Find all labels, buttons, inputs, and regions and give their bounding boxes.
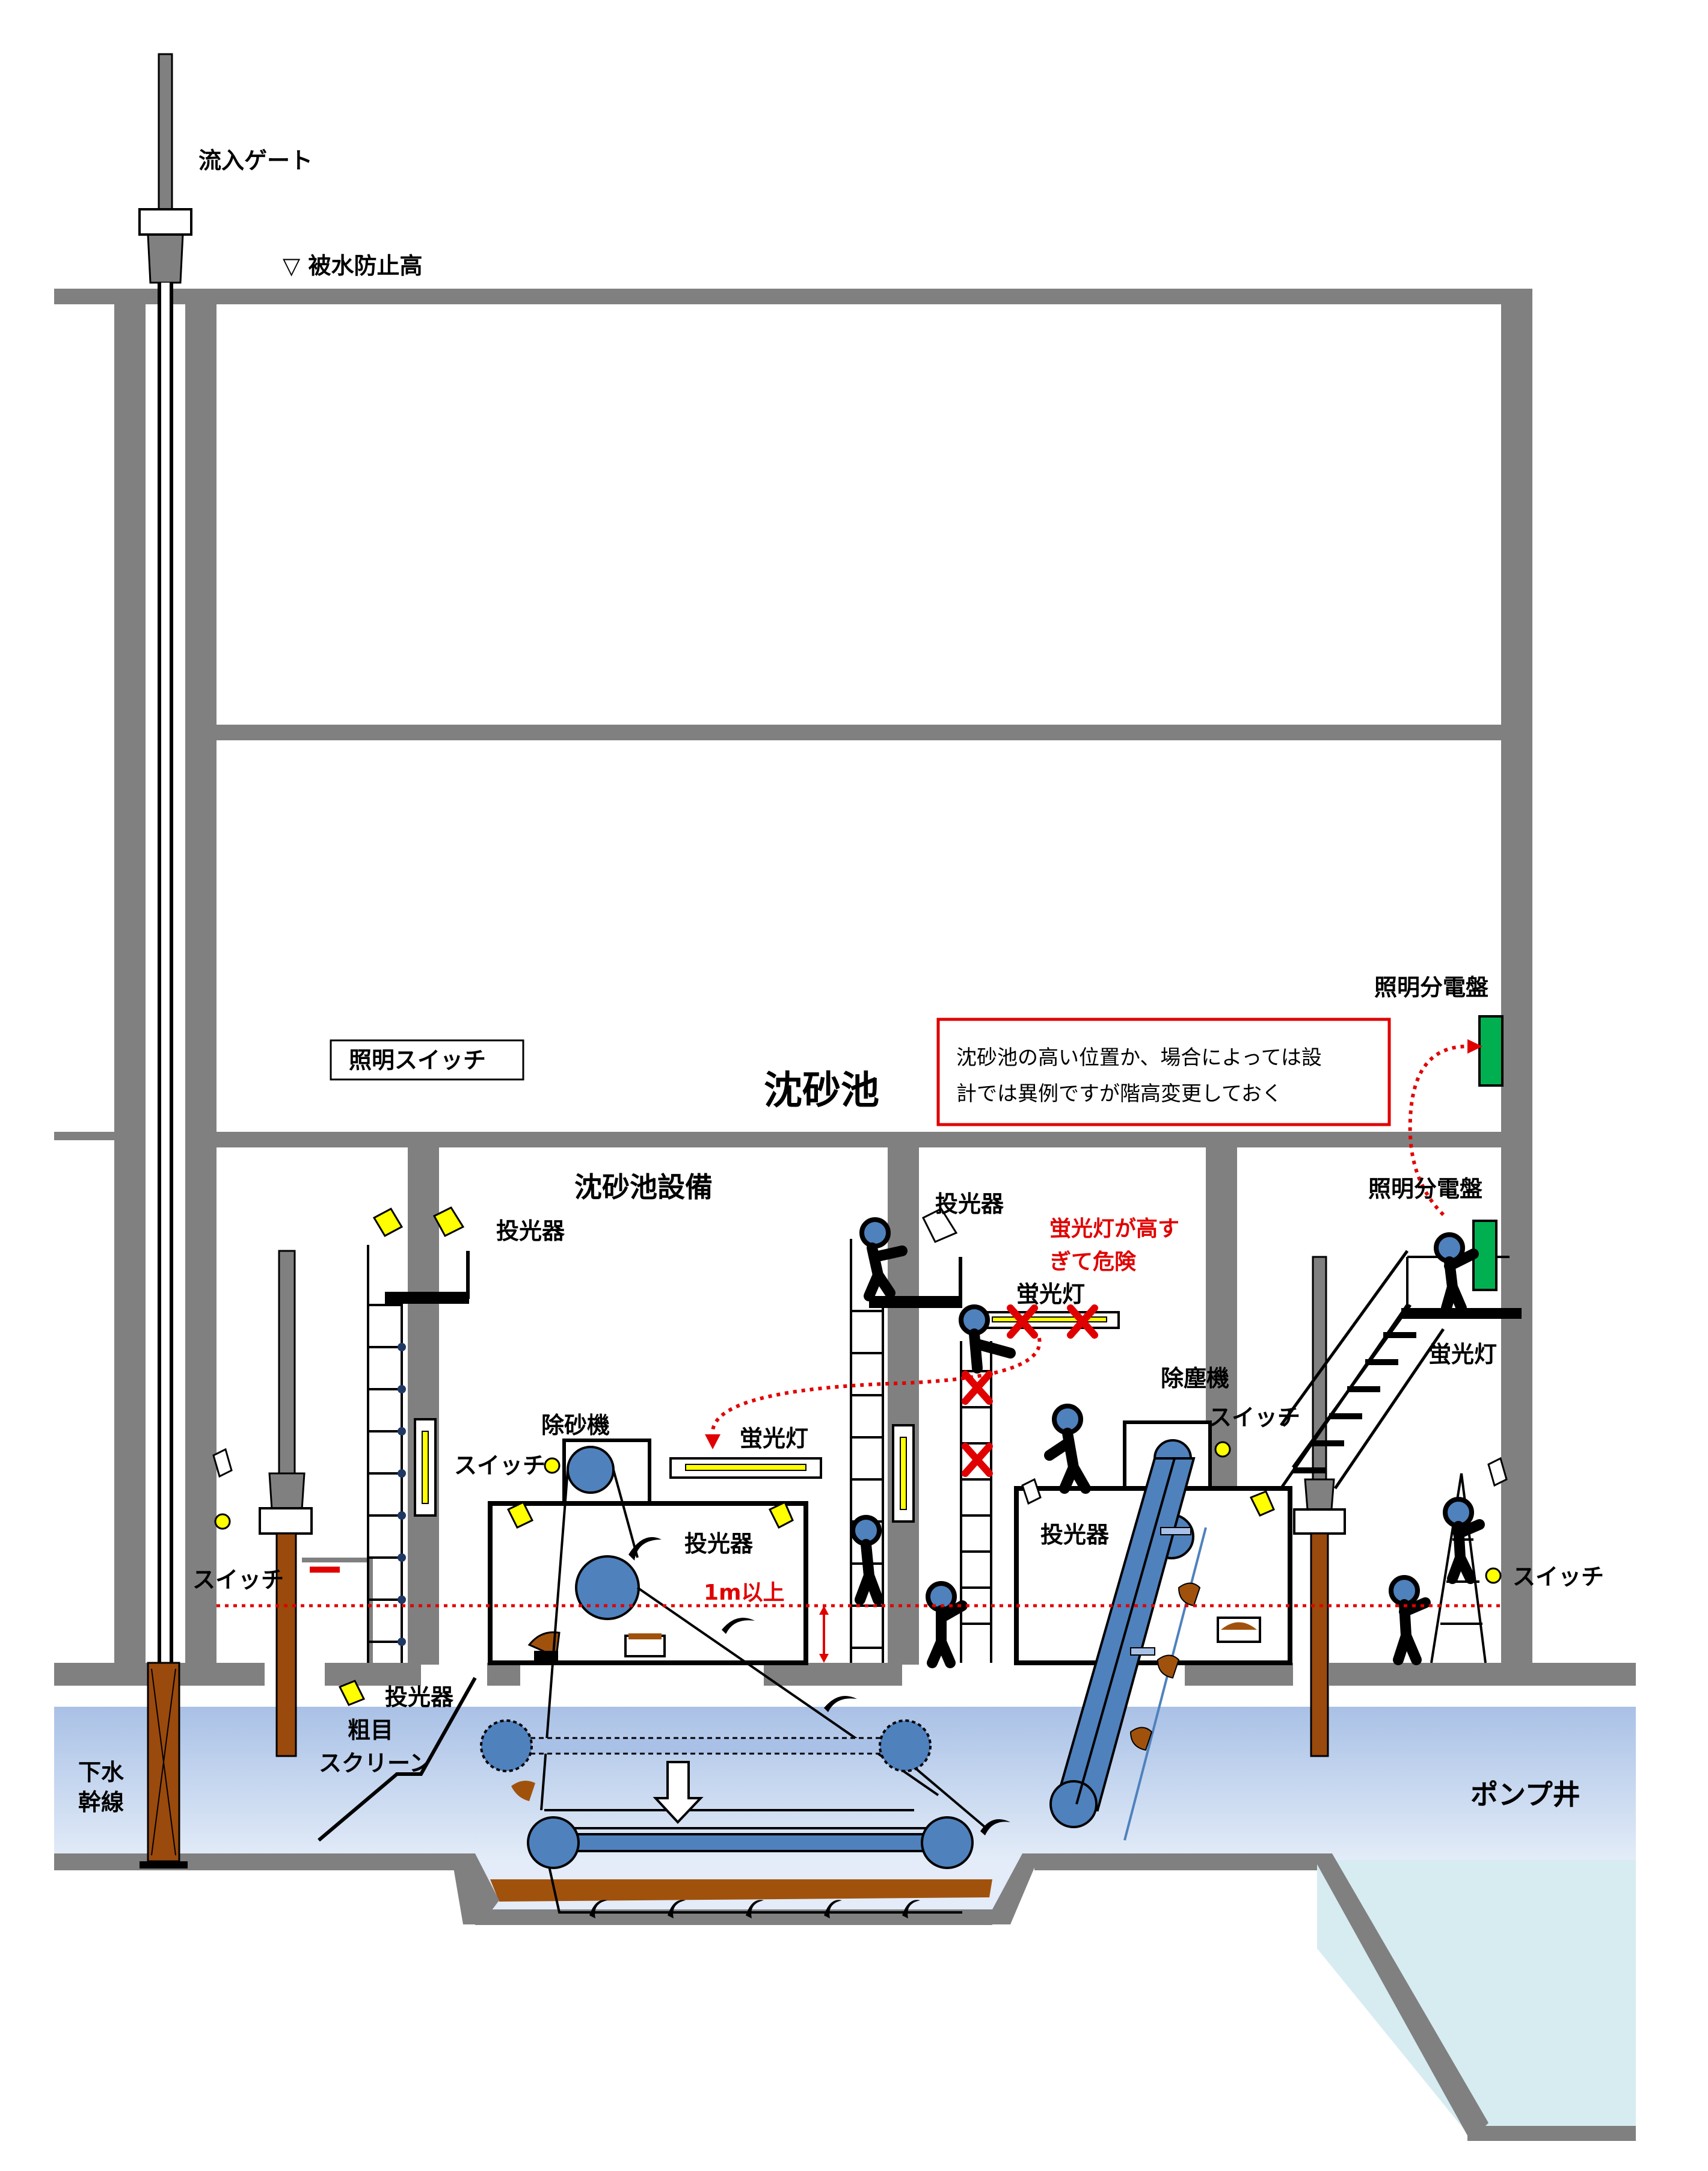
floodlight-label-2: 投光器 — [935, 1191, 1004, 1217]
wall-panel-left — [414, 1418, 437, 1517]
switch-label-grit: スイッチ — [454, 1452, 545, 1479]
note-line-1: 沈砂池の高い位置か、場合によっては設 — [956, 1046, 1322, 1070]
floodlights-white — [212, 1208, 1508, 1505]
workers — [850, 1217, 1485, 1668]
dust-screen-conveyor — [1049, 1457, 1207, 1841]
inflow-gate-label: 流入ゲート — [198, 147, 313, 174]
dust-remover-label: 除塵機 — [1161, 1365, 1229, 1392]
building-structure — [54, 289, 1636, 2141]
switch-label-dust: スイッチ — [1209, 1404, 1300, 1431]
coarse-screen-gate — [259, 1250, 373, 1757]
danger-x-marks — [962, 1304, 1098, 1477]
platform-center — [869, 1257, 962, 1308]
lighting-panel-lower-label: 照明分電盤 — [1368, 1176, 1482, 1202]
grit-remover-label: 除砂機 — [541, 1412, 610, 1439]
fluorescent-lamp-high — [979, 1311, 1120, 1329]
floodlight-label-1: 投光器 — [496, 1218, 565, 1244]
fluorescent-danger-line-2: ぎて危険 — [1049, 1250, 1137, 1274]
one-meter-line — [217, 1604, 1501, 1663]
sewer-trunk-label-2: 幹線 — [78, 1789, 124, 1816]
lighting-switch-label: 照明スイッチ — [349, 1047, 486, 1073]
grit-collector-lower — [527, 1816, 974, 1869]
fluorescent-danger-line-1: 蛍光灯が高す — [1049, 1217, 1179, 1241]
ladder-bolts-left — [398, 1343, 406, 1646]
grit-equipment-label: 沈砂池設備 — [574, 1171, 713, 1203]
grit-chamber-title: 沈砂池 — [764, 1069, 879, 1113]
grit-collector-upper — [480, 1719, 932, 1772]
ladder-left — [367, 1245, 403, 1663]
fluorescent-lamp-1 — [669, 1457, 822, 1479]
relocation-arrows — [711, 1045, 1468, 1432]
scraper-hooks — [511, 1537, 1010, 1918]
coarse-screen — [318, 1677, 477, 1842]
sludge-deposit — [490, 1879, 992, 1902]
switch-dots — [214, 1441, 1502, 1584]
coarse-screen-label-2: スクリーン — [319, 1750, 432, 1776]
fluorescent-label-right: 蛍光灯 — [1428, 1341, 1497, 1368]
lighting-panel-upper-label: 照明分電盤 — [1374, 974, 1488, 1001]
switch-label-left: スイッチ — [192, 1567, 284, 1593]
floodlight-label-5: 投光器 — [385, 1684, 454, 1710]
switch-label-right: スイッチ — [1513, 1564, 1604, 1590]
note-box — [936, 1018, 1391, 1126]
stair-right — [1279, 1250, 1445, 1490]
coarse-screen-label-1: 粗目 — [348, 1717, 393, 1743]
sewer-trunk-label-1: 下水 — [78, 1759, 124, 1786]
floodlight-label-4: 投光器 — [1040, 1522, 1110, 1548]
note-line-2: 計では異例ですが階高変更しておく — [956, 1082, 1282, 1106]
floodlight-label-3: 投光器 — [684, 1531, 754, 1557]
pump-well-label: ポンプ井 — [1470, 1778, 1581, 1811]
fluorescent-label-high: 蛍光灯 — [1016, 1281, 1085, 1307]
stair-treads — [1293, 1332, 1416, 1473]
wall-panel-center — [892, 1424, 915, 1523]
grit-remover-machine — [488, 1439, 808, 1665]
relocation-arrowheads — [705, 1039, 1482, 1449]
one-meter-label: 1m以上 — [704, 1580, 785, 1605]
inflow-gate — [138, 53, 192, 1869]
lighting-switch-box — [330, 1039, 524, 1081]
platform-left — [385, 1251, 470, 1304]
lighting-panel-upper — [1478, 1015, 1504, 1087]
fluorescent-label-grit: 蛍光灯 — [740, 1425, 808, 1452]
flood-level-label: ▽ 被水防止高 — [283, 253, 422, 279]
floodlights — [338, 1206, 1275, 1706]
down-arrow — [653, 1761, 704, 1824]
